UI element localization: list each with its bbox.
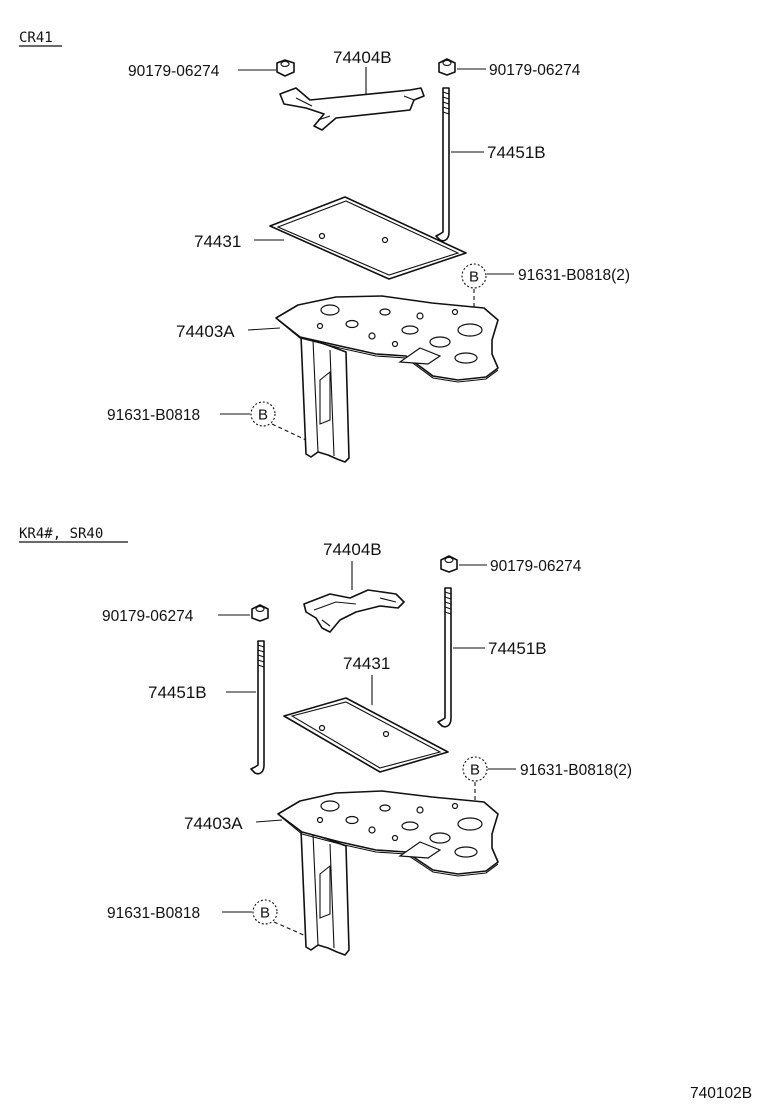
callout-letter: B: [469, 269, 479, 286]
variant-label-kr4-sr40: KR4#, SR40: [19, 526, 103, 542]
part-label-bolt-top: 91631-B0818(2): [520, 762, 632, 779]
pad: 74431: [283, 654, 449, 773]
bolt-callout-top: B 91631-B0818(2): [461, 263, 630, 322]
nut-left: 90179-06274: [102, 604, 269, 625]
part-label-pad: 74431: [343, 654, 390, 673]
callout-letter: B: [260, 905, 270, 922]
nut-left: 90179-06274: [128, 59, 295, 80]
part-label-rod: 74451B: [487, 143, 546, 162]
tray: 74403A: [184, 790, 499, 956]
tray: 74403A: [176, 295, 499, 463]
part-label-clamp: 74404B: [333, 48, 392, 67]
clamp: 74404B: [303, 540, 405, 633]
part-label-tray: 74403A: [176, 322, 235, 341]
section-kr4-sr40: KR4#, SR40 74404B 90179-06274 90179-0627…: [19, 526, 632, 956]
nut-right: 90179-06274: [440, 555, 582, 575]
part-label-pad: 74431: [194, 232, 241, 251]
callout-b-top: [462, 756, 488, 782]
part-label-rod-left: 74451B: [148, 683, 207, 702]
rod: 74451B: [435, 87, 546, 242]
callout-b-bottom: [250, 401, 276, 427]
callout-b-bottom: [252, 899, 278, 925]
part-label-nut-left: 90179-06274: [102, 608, 194, 625]
rod-right: 74451B: [437, 587, 547, 728]
nut-right: 90179-06274: [438, 58, 581, 79]
variant-label-cr41: CR41: [19, 30, 53, 46]
rod-left: 74451B: [148, 640, 265, 775]
callout-letter: B: [258, 407, 268, 424]
part-label-clamp: 74404B: [323, 540, 382, 559]
callout-letter: B: [470, 762, 480, 779]
figure-code: 740102B: [690, 1085, 752, 1102]
pad: 74431: [194, 196, 467, 280]
part-label-bolt-top: 91631-B0818(2): [518, 267, 630, 284]
part-label-bolt-bottom: 91631-B0818: [107, 905, 200, 922]
part-label-rod-right: 74451B: [488, 639, 547, 658]
part-label-nut-right: 90179-06274: [489, 62, 581, 79]
clamp: 74404B: [279, 48, 425, 131]
part-label-nut-right: 90179-06274: [490, 558, 582, 575]
part-label-nut-left: 90179-06274: [128, 63, 220, 80]
section-cr41: CR41 90179-06274 74404B 90179-06274: [19, 30, 630, 463]
bolt-callout-bottom: 91631-B0818 B: [107, 899, 307, 937]
part-label-bolt-bottom: 91631-B0818: [107, 407, 200, 424]
bolt-callout-top: B 91631-B0818(2): [462, 756, 632, 818]
part-label-tray: 74403A: [184, 814, 243, 833]
callout-b-top: [461, 263, 487, 289]
bolt-callout-bottom: 91631-B0818 B: [107, 401, 307, 441]
